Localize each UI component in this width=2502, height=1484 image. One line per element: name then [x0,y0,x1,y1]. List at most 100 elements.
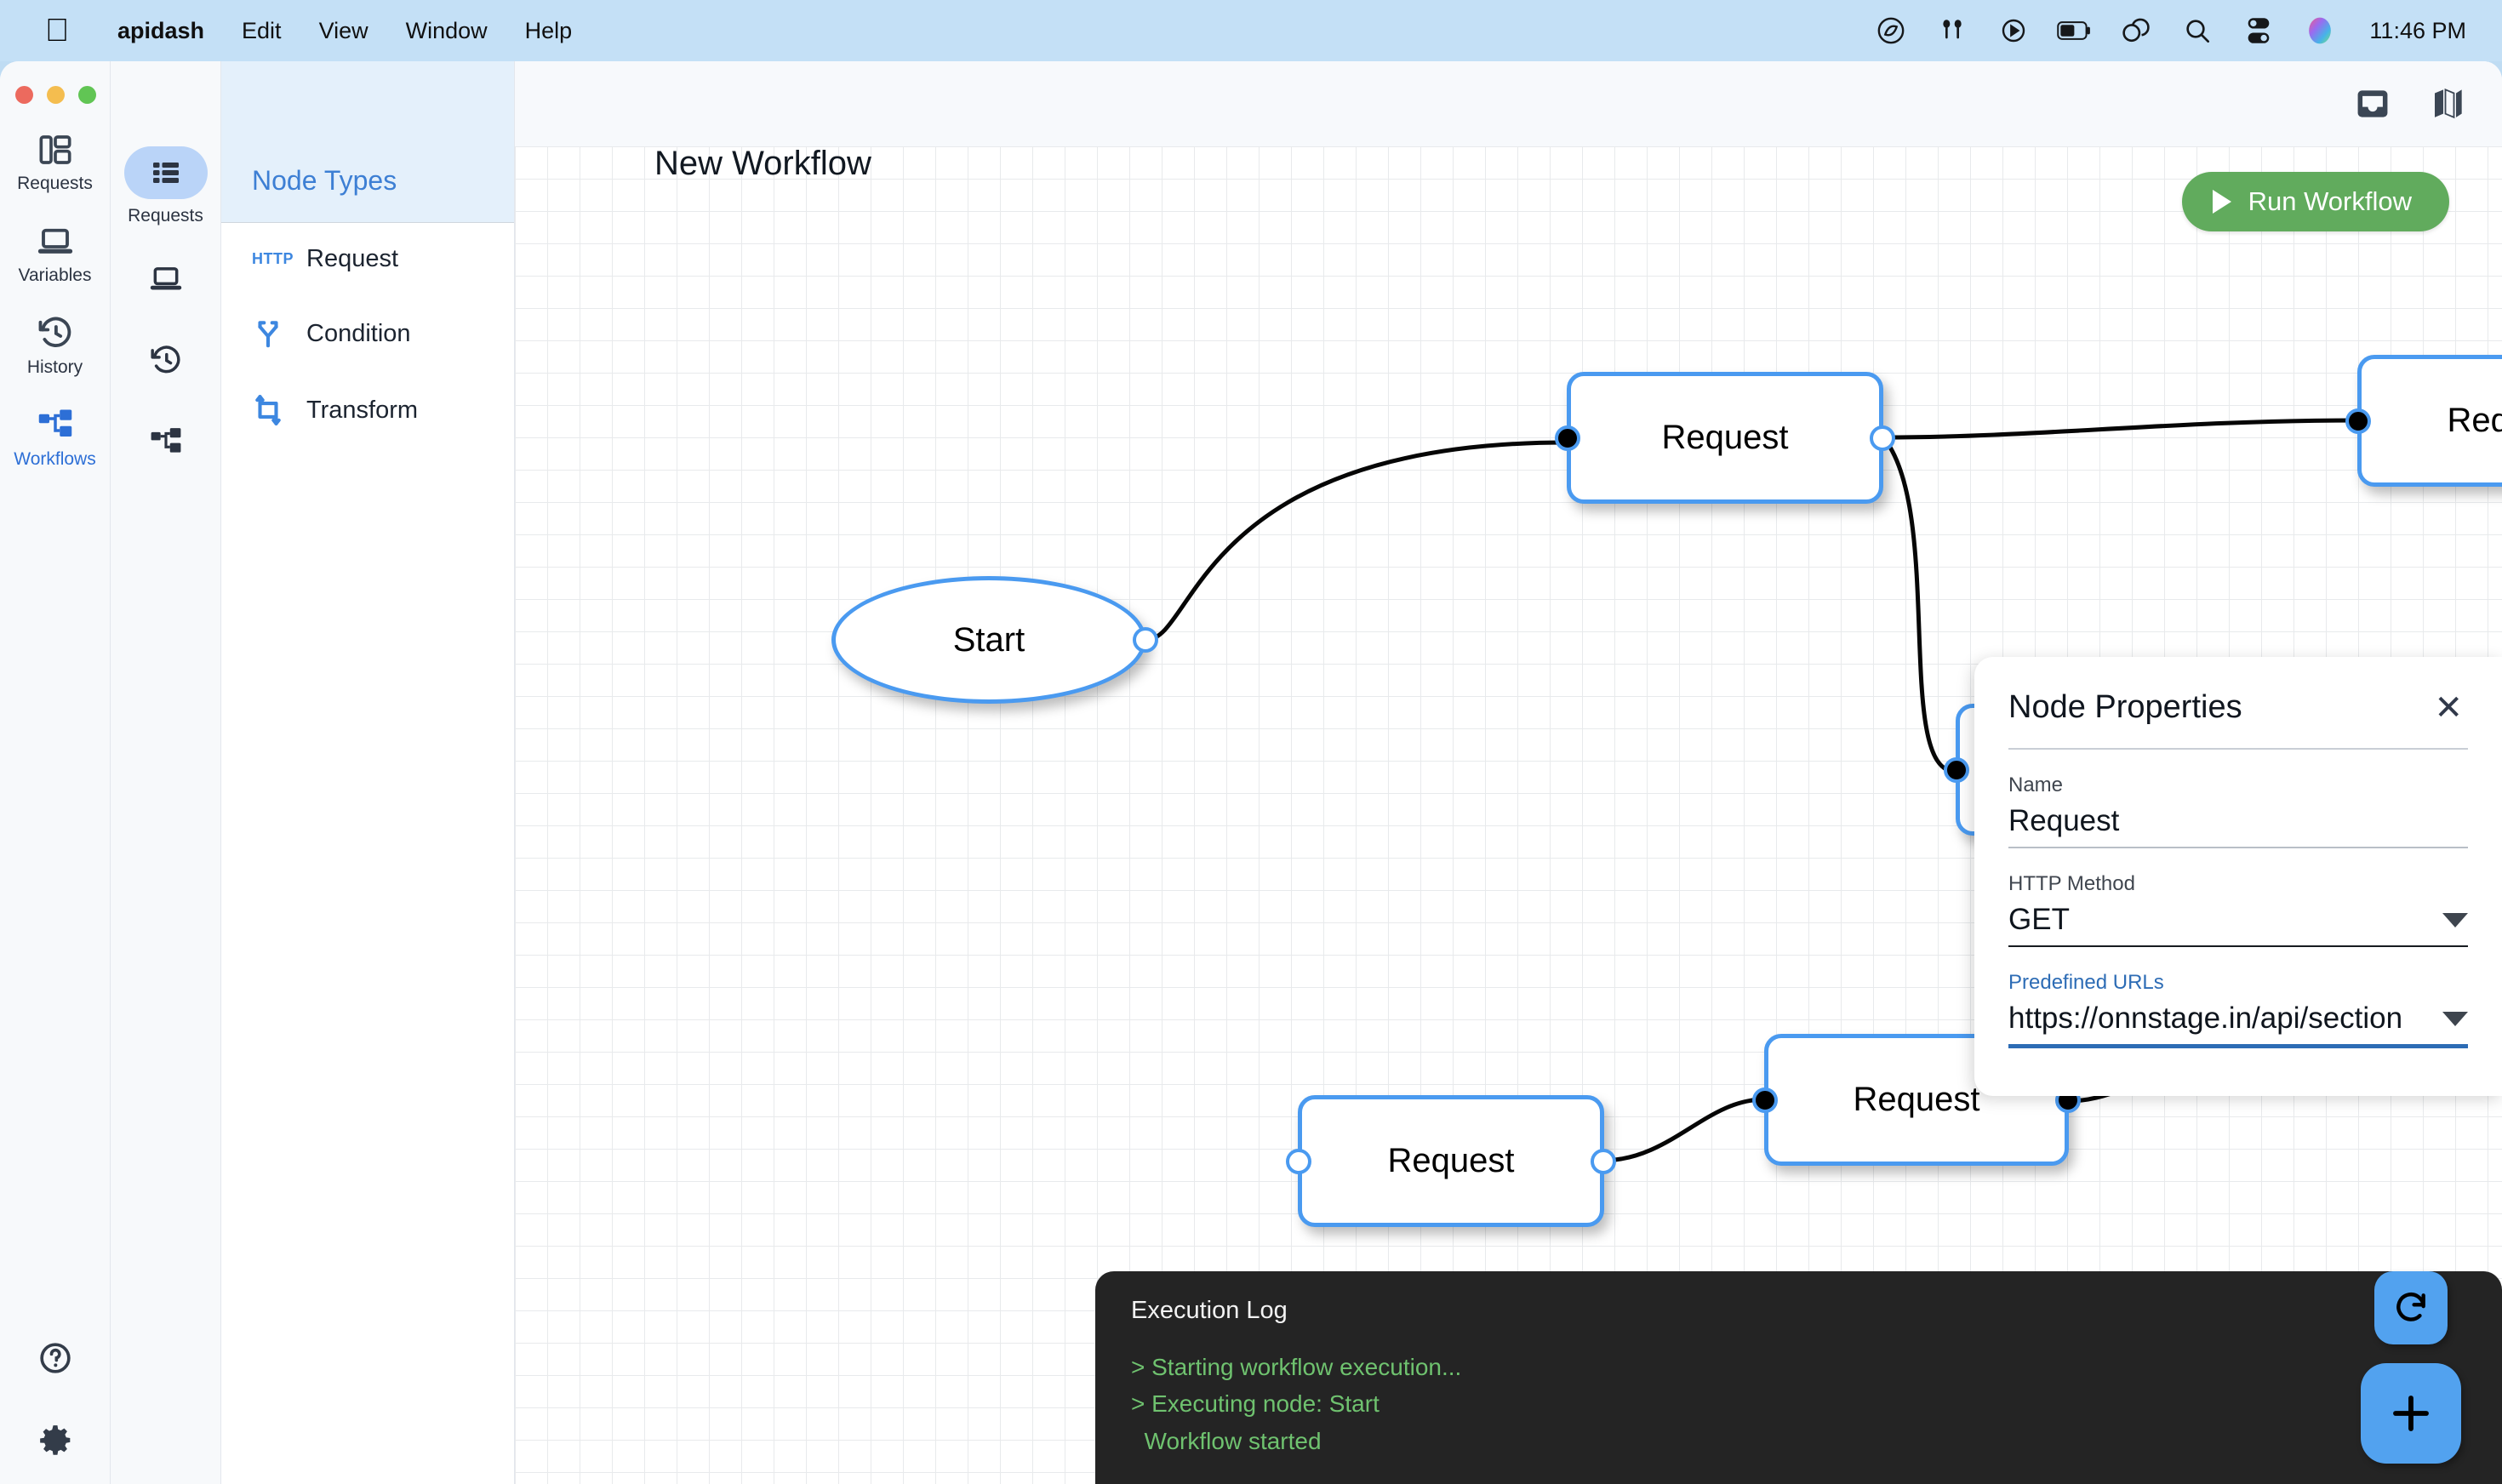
node-input-port[interactable] [2345,408,2371,434]
execution-log-panel: Execution Log > Starting workflow execut… [1095,1271,2502,1484]
workflow-tree-icon [38,409,71,437]
branch-fork-icon [258,321,278,348]
menubar-left-group:  apidash Edit View Window Help [22,9,591,53]
search-icon[interactable] [2179,12,2216,49]
node-type-label: Transform [306,396,419,424]
execution-log-line: > Executing node: Start [1131,1390,1380,1418]
node-output-port[interactable] [1870,425,1895,451]
execution-log-title: Execution Log [1131,1297,1288,1324]
gear-icon[interactable] [37,1423,73,1458]
menubar-clock: 11:46 PM [2369,17,2466,43]
history-clock-icon [38,317,71,347]
execution-log-line: Workflow started [1131,1427,1322,1454]
strip-item-workflows[interactable] [124,415,208,468]
menubar-status-group: 11:46 PM [1872,12,2480,49]
creative-cloud-icon[interactable] [1872,12,1910,49]
node-types-header: Node Types [221,61,514,223]
floating-action-buttons [2361,1271,2461,1464]
strip-active-label: Requests [128,206,203,225]
history-clock-icon [150,345,180,374]
node-output-port[interactable] [1133,627,1158,653]
add-node-button[interactable] [2361,1363,2461,1464]
node-input-port[interactable] [1286,1148,1311,1174]
play-circle-icon[interactable] [1995,12,2032,49]
workflow-node-start[interactable]: Start [831,576,1158,704]
macos-menubar:  apidash Edit View Window Help [0,0,2502,61]
menu-item-help[interactable]: Help [524,17,573,43]
strip-item-requests[interactable] [123,146,208,199]
link-chain-icon[interactable] [2117,12,2155,49]
menu-item-edit[interactable]: Edit [242,17,282,43]
help-circle-icon[interactable] [38,1341,72,1375]
node-types-panel: Node Types HTTP Request Condition Transf… [221,61,515,1484]
battery-icon[interactable] [2056,12,2094,49]
workflow-node-request-5[interactable]: Request [1286,1095,1616,1227]
menu-item-view[interactable]: View [318,17,368,43]
node-label: Start [952,620,1025,659]
close-window-button[interactable] [15,86,33,104]
zoom-window-button[interactable] [78,86,96,104]
sidebar-item-label: Variables [18,265,92,285]
node-properties-header: Node Properties ✕ [2008,689,2468,750]
menu-item-apidash[interactable]: apidash [117,17,205,43]
predefined-urls-value: https://onnstage.in/api/section [2008,1002,2403,1035]
sidebar-item-requests[interactable]: Requests [0,133,111,194]
node-input-port[interactable] [1752,1087,1778,1113]
node-label: Request [2447,402,2502,439]
run-workflow-button[interactable]: Run Workflow [2181,172,2449,231]
page-title: New Workflow [654,145,871,182]
workflow-canvas[interactable]: Start Request Request Request Request [515,146,2502,1484]
sidebar-item-label: History [26,357,83,377]
predefined-urls-select[interactable]: https://onnstage.in/api/section [2008,1002,2468,1048]
node-input-port[interactable] [1555,425,1580,451]
strip-item-history[interactable] [124,334,208,386]
inbox-panel-icon[interactable] [2354,85,2391,123]
crop-transform-icon [255,395,281,425]
sidebar-item-workflows[interactable]: Workflows [0,407,111,470]
plus-icon [2393,1396,2429,1431]
secondary-icon-strip: Requests [111,61,221,1484]
refresh-icon [2396,1293,2425,1321]
node-label: Request [1387,1142,1515,1179]
workflow-tree-icon [151,428,180,453]
node-type-transform[interactable]: Transform [221,372,514,448]
sidebar-item-history[interactable]: History [0,315,111,378]
workflow-node-request-2[interactable]: Request [2345,355,2502,487]
sidebar-item-variables[interactable]: Variables [0,223,111,286]
strip-item-variables[interactable] [124,252,208,305]
app-window: Requests Variables History [0,61,2502,1484]
predefined-urls-field-group: Predefined URLs https://onnstage.in/api/… [2008,971,2468,1048]
map-icon[interactable] [2431,85,2465,123]
node-name-label: Name [2008,773,2064,796]
refresh-button[interactable] [2374,1271,2448,1344]
list-rows-icon [152,163,179,183]
workflow-node-request-1[interactable]: Request [1555,372,1895,504]
http-method-field-group: HTTP Method GET [2008,872,2468,947]
node-input-port[interactable] [1944,756,1969,783]
minimize-window-button[interactable] [47,86,65,104]
node-type-condition[interactable]: Condition [221,295,514,372]
node-label: Request [1661,419,1789,456]
workflow-main-area: Start Request Request Request Request [515,61,2502,1484]
node-name-input[interactable]: Request [2008,804,2468,848]
http-text-icon: HTTP [252,250,294,267]
siri-icon[interactable] [2301,12,2339,49]
control-center-icon[interactable] [2240,12,2277,49]
airpods-icon[interactable] [1934,12,1971,49]
laptop-icon [37,228,72,254]
chevron-down-icon [2442,912,2468,928]
apple-logo-icon[interactable]:  [37,9,77,53]
node-type-request[interactable]: HTTP Request [221,223,514,295]
menu-item-window[interactable]: Window [405,17,488,43]
sidebar-item-label: Workflows [14,449,96,469]
execution-log-line: > Starting workflow execution... [1131,1354,1462,1380]
sidebar-bottom-actions [37,1341,73,1458]
close-icon[interactable]: ✕ [2434,688,2463,727]
run-workflow-label: Run Workflow [2248,186,2412,216]
chevron-down-icon [2442,1011,2468,1026]
http-method-value: GET [2008,903,2070,936]
node-output-port[interactable] [1591,1148,1616,1174]
window-traffic-lights [0,86,96,104]
node-label: Request [1853,1081,1980,1118]
http-method-select[interactable]: GET [2008,903,2468,947]
